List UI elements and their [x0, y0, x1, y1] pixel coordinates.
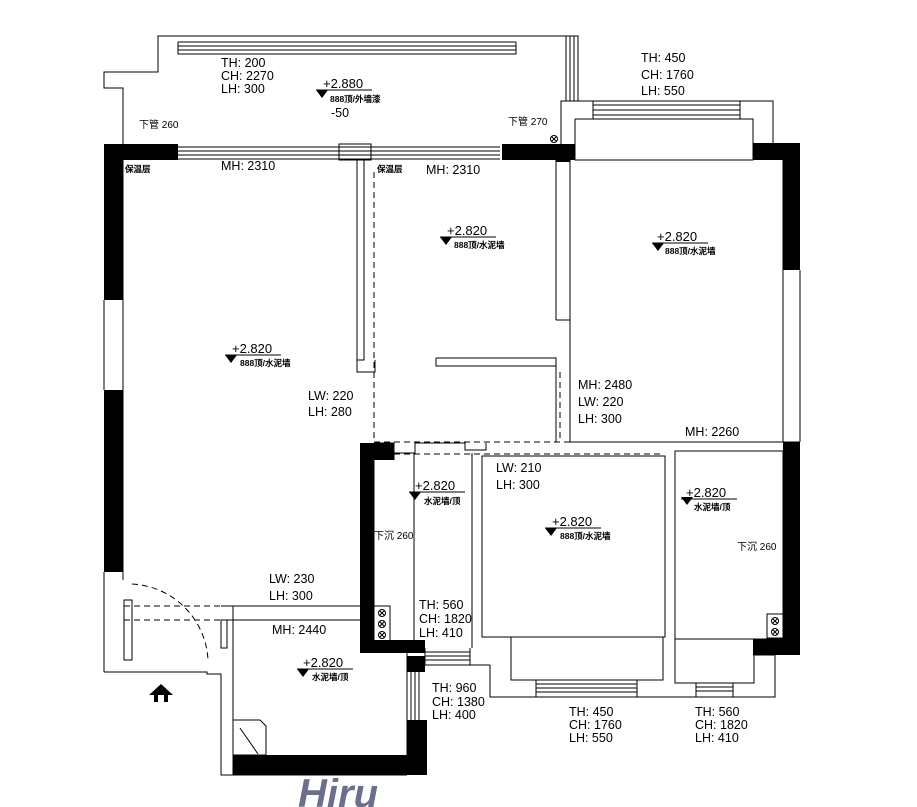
drain-icon — [550, 135, 558, 143]
mh-right-lower: MH: 2260 — [685, 425, 739, 439]
annotations: TH: 200 CH: 2270 LH: 300 TH: 450 CH: 176… — [124, 51, 777, 745]
right-room-level-desc: 888顶/水泥墙 — [665, 246, 716, 256]
insulation-right-label: 保温层 — [376, 164, 403, 174]
living-passage-lw: LW: 220 — [308, 389, 353, 403]
entry-beam-lw: LW: 230 — [269, 572, 314, 586]
insulation-left-label: 保温层 — [124, 164, 151, 174]
pipe-left-label: 下管 260 — [139, 118, 179, 131]
balcony-level-desc: 888顶/外墙漆 — [330, 94, 381, 104]
right-passage-lh: LH: 300 — [578, 412, 622, 426]
kitchen-level-desc: 水泥墙/顶 — [423, 496, 461, 506]
bedroom-beam-lw: LW: 210 — [496, 461, 541, 475]
top-window-th: TH: 200 — [221, 56, 266, 70]
drain-icon — [378, 631, 386, 639]
entry-window-th: TH: 960 — [432, 681, 477, 695]
wall-outlines — [103, 35, 801, 776]
bottom-right-window-lh: LH: 410 — [695, 731, 739, 745]
bottom-mid-window-th: TH: 450 — [569, 705, 614, 719]
level-marker-icon — [409, 492, 421, 500]
level-marker-icon — [545, 528, 557, 536]
bathroom-level-value: +2.820 — [686, 485, 726, 500]
entry-level-desc: 水泥墙/顶 — [311, 672, 349, 682]
bottom-right-window-th: TH: 560 — [695, 705, 740, 719]
bottom-mid-window-lh: LH: 550 — [569, 731, 613, 745]
mh-entry: MH: 2440 — [272, 623, 326, 637]
mh-living: MH: 2310 — [221, 159, 275, 173]
top-right-window-th: TH: 450 — [641, 51, 686, 65]
kitchen-window-ch: CH: 1820 — [419, 612, 472, 626]
beam-lines — [124, 172, 664, 621]
bedroom-level-desc: 888顶/水泥墙 — [560, 531, 611, 541]
bathroom-drop-label: 下沉 260 — [737, 540, 777, 553]
bedroom-beam-lh: LH: 300 — [496, 478, 540, 492]
drain-icon — [771, 617, 779, 625]
middle-room-level-desc: 888顶/水泥墙 — [454, 240, 505, 250]
drain-icon — [378, 609, 386, 617]
balcony-level-value: +2.880 — [323, 76, 363, 91]
solid-walls — [104, 143, 800, 775]
level-marker-icon — [440, 237, 452, 245]
top-right-window-ch: CH: 1760 — [641, 68, 694, 82]
mh-middle: MH: 2310 — [426, 163, 480, 177]
middle-room-level-value: +2.820 — [447, 223, 487, 238]
bottom-mid-window-ch: CH: 1760 — [569, 718, 622, 732]
right-room-level-value: +2.820 — [657, 229, 697, 244]
living-level-desc: 888顶/水泥墙 — [240, 358, 291, 368]
level-markers — [225, 90, 693, 677]
right-passage-lw: LW: 220 — [578, 395, 623, 409]
kitchen-drop-label: 下沉 260 — [374, 529, 414, 542]
level-marker-icon — [225, 355, 237, 363]
watermark-logo: Hiru — [298, 772, 378, 807]
entry-window-ch: CH: 1380 — [432, 695, 485, 709]
drain-icon — [378, 620, 386, 628]
drain-icons — [378, 135, 779, 639]
entry-window-lh: LH: 400 — [432, 708, 476, 722]
top-right-window-lh: LH: 550 — [641, 84, 685, 98]
top-window-ch: CH: 2270 — [221, 69, 274, 83]
bathroom-level-desc: 水泥墙/顶 — [693, 502, 731, 512]
entry-beam-lh: LH: 300 — [269, 589, 313, 603]
level-underlines — [225, 89, 737, 670]
entrance-arrow-icon — [149, 684, 173, 702]
drain-icon — [771, 628, 779, 636]
entry-level-value: +2.820 — [303, 655, 343, 670]
living-passage-lh: LH: 280 — [308, 405, 352, 419]
level-marker-icon — [316, 90, 328, 98]
living-level-value: +2.820 — [232, 341, 272, 356]
pipe-right-label: 下管 270 — [508, 115, 548, 128]
kitchen-window-th: TH: 560 — [419, 598, 464, 612]
kitchen-window-lh: LH: 410 — [419, 626, 463, 640]
kitchen-level-value: +2.820 — [415, 478, 455, 493]
level-marker-icon — [297, 669, 309, 677]
right-passage-mh: MH: 2480 — [578, 378, 632, 392]
bottom-right-window-ch: CH: 1820 — [695, 718, 748, 732]
top-window-lh: LH: 300 — [221, 82, 265, 96]
bedroom-level-value: +2.820 — [552, 514, 592, 529]
balcony-level-offset: -50 — [331, 106, 349, 120]
level-marker-icon — [652, 243, 664, 251]
